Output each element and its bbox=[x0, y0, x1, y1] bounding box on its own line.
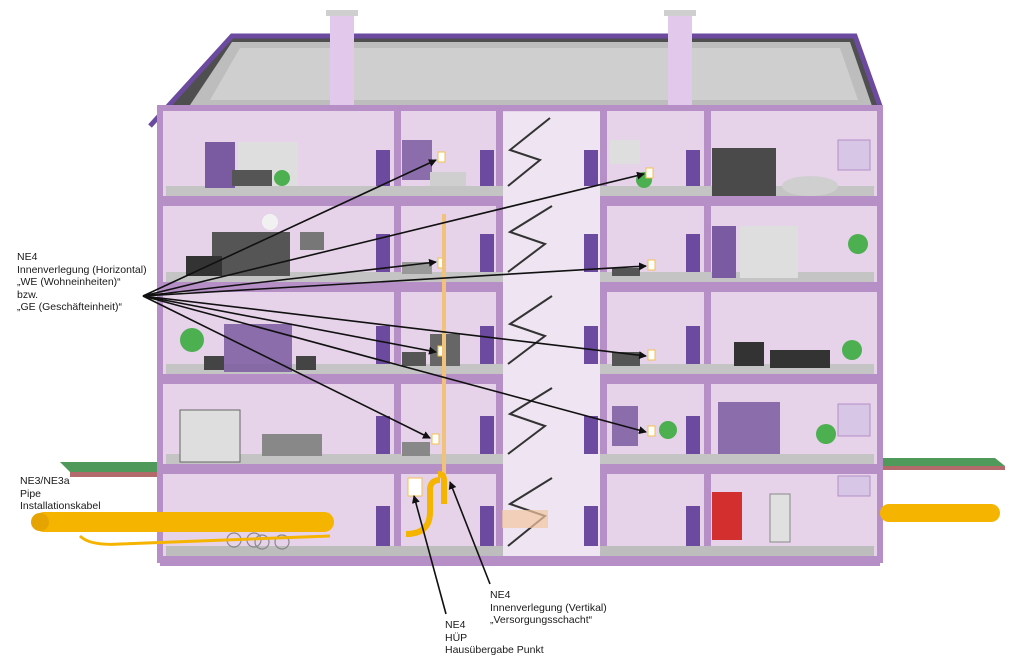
label-line: NE4 bbox=[490, 589, 511, 601]
label-line: NE4 bbox=[445, 619, 466, 631]
label-line: NE4 bbox=[17, 251, 38, 263]
incoming-pipe-right bbox=[880, 504, 1000, 522]
hup-box bbox=[407, 477, 423, 497]
distribution-arrows bbox=[142, 159, 647, 615]
incoming-pipe-left bbox=[31, 512, 334, 546]
label-line: NE3/NE3a bbox=[20, 475, 70, 487]
label-line: „WE (Wohneinheiten)“ bbox=[17, 276, 121, 288]
label-ne4-horizontal: NE4 Innenverlegung (Horizontal) „WE (Woh… bbox=[17, 251, 147, 314]
label-line: Hausübergabe Punkt bbox=[445, 644, 544, 656]
label-ne4-hup: NE4 HÜP Hausübergabe Punkt bbox=[445, 619, 544, 657]
roof bbox=[148, 10, 883, 128]
label-line: Innenverlegung (Vertikal) bbox=[490, 601, 607, 614]
label-line: bzw. bbox=[17, 288, 39, 301]
label-line: Innenverlegung (Horizontal) bbox=[17, 263, 147, 276]
label-ne3-pipe: NE3/NE3a Pipe Installationskabel bbox=[20, 475, 101, 513]
ground-left bbox=[60, 462, 170, 477]
label-line: HÜP bbox=[445, 631, 468, 644]
label-line: „GE (Geschäfteinheit)“ bbox=[17, 301, 123, 313]
label-line: Installationskabel bbox=[20, 500, 101, 512]
label-line: Pipe bbox=[20, 487, 42, 500]
ground-right bbox=[882, 458, 1005, 470]
label-line: „Versorgungsschacht“ bbox=[490, 614, 593, 626]
doors bbox=[376, 150, 700, 546]
label-ne4-vertical: NE4 Innenverlegung (Vertikal) „Versorgun… bbox=[490, 589, 607, 627]
